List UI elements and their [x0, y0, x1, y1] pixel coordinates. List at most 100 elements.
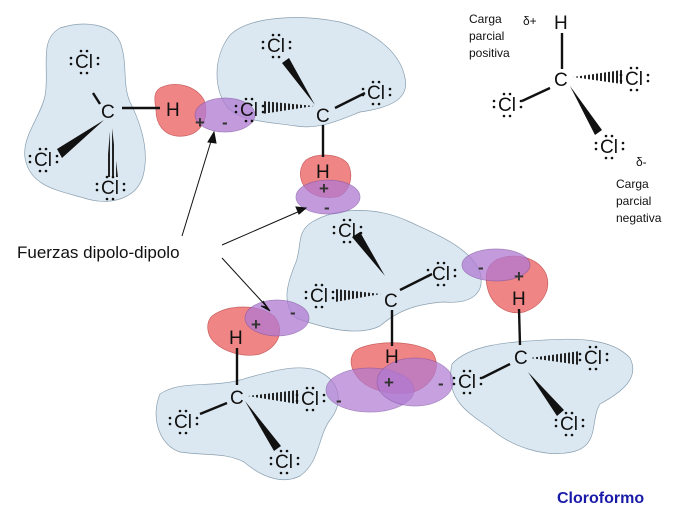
hashed-bonds — [106, 70, 622, 404]
lone-pair-dot — [305, 408, 309, 412]
wedge-bonds — [57, 58, 602, 451]
lone-pair-dot — [371, 80, 375, 84]
lone-pair-dot — [519, 99, 523, 103]
lone-pair-dot — [462, 391, 466, 395]
lone-pair-dot — [296, 456, 300, 460]
lone-pair-dot — [604, 134, 608, 138]
lone-pair-dot — [168, 416, 172, 420]
negative-sign: - — [290, 303, 296, 322]
hydrogen-atom: H — [512, 289, 526, 310]
lone-pair-dot — [96, 56, 100, 60]
lone-pair-dot — [111, 197, 115, 201]
lone-pair-dot — [105, 197, 109, 201]
lone-pair-dot — [277, 33, 281, 37]
chlorine-atom: Cl — [600, 137, 618, 158]
lone-pair-dot — [508, 114, 512, 118]
lone-pair-dot — [314, 283, 318, 287]
chlorine-atom: Cl — [174, 412, 192, 433]
lone-pair-dot — [332, 225, 336, 229]
lone-pair-dot — [436, 261, 440, 265]
lone-pair-dot — [361, 93, 365, 97]
lone-pair-dot — [304, 296, 308, 300]
lone-pair-dot — [261, 40, 265, 44]
lone-pair-dot — [359, 225, 363, 229]
chlorine-atom: Cl — [498, 95, 516, 116]
lone-pair-dot — [570, 411, 574, 415]
positive-region — [154, 84, 207, 137]
lone-pair-dot — [361, 87, 365, 91]
lone-pair-dot — [453, 268, 457, 272]
lone-pair-dot — [244, 97, 248, 101]
carbon-atom: C — [316, 106, 330, 127]
negative-sign: - — [222, 113, 228, 132]
chlorine-atom: Cl — [584, 348, 602, 369]
lone-pair-dot — [331, 296, 335, 300]
lone-pair-dot — [234, 104, 238, 108]
lone-pair-dot — [178, 409, 182, 413]
positive-sign: + — [195, 113, 205, 132]
lone-pair-dot — [322, 399, 326, 403]
lone-pair-dot — [285, 449, 289, 453]
lone-pair-dot — [462, 369, 466, 373]
lone-pair-dot — [271, 33, 275, 37]
chlorine-atom: Cl — [75, 52, 93, 73]
chlorine-atom: Cl — [458, 372, 476, 393]
lone-pair-dot — [44, 169, 48, 173]
partial-positive-label: positiva — [469, 46, 510, 60]
lone-pair-dot — [629, 66, 633, 70]
lone-pair-dot — [646, 79, 650, 83]
lone-pair-dot — [322, 393, 326, 397]
carbon-atom: C — [554, 70, 568, 91]
partial-negative-label: parcial — [616, 194, 651, 208]
partial-positive-symbol: δ+ — [523, 14, 537, 28]
lone-pair-dot — [578, 358, 582, 362]
lone-pair-dot — [38, 169, 42, 173]
chlorine-atom: Cl — [310, 286, 328, 307]
lone-pair-dot — [502, 114, 506, 118]
hydrogen-atom: H — [316, 162, 330, 183]
negative-region — [461, 248, 531, 282]
positive-sign: + — [514, 267, 524, 286]
lone-pair-dot — [452, 376, 456, 380]
negative-sign: - — [478, 258, 484, 277]
positive-sign: + — [251, 315, 261, 334]
lone-pair-dot — [452, 382, 456, 386]
partial-negative-label: negativa — [616, 211, 662, 225]
lone-pair-dot — [55, 154, 59, 158]
chlorine-atom: Cl — [338, 221, 356, 242]
lone-pair-dot — [468, 391, 472, 395]
lone-pair-dot — [564, 411, 568, 415]
lone-pair-dot — [184, 431, 188, 435]
lone-pair-dot — [279, 449, 283, 453]
hydrogen-atom: H — [554, 13, 568, 34]
lone-pair-dot — [122, 188, 126, 192]
chlorine-atom: Cl — [625, 69, 643, 90]
lone-pair-dot — [646, 73, 650, 77]
lone-pair-dot — [388, 93, 392, 97]
lone-pair-dot — [508, 92, 512, 96]
lone-pair-dot — [105, 175, 109, 179]
hydrogen-atom: H — [166, 100, 180, 121]
lone-pair-dot — [304, 290, 308, 294]
lone-pair-dot — [96, 62, 100, 66]
lone-pair-dot — [453, 274, 457, 278]
lone-pair-dot — [295, 399, 299, 403]
lone-pair-dot — [588, 345, 592, 349]
lone-pair-dot — [95, 188, 99, 192]
lone-pair-dot — [122, 182, 126, 186]
partial-positive-label: parcial — [469, 29, 504, 43]
lone-pair-dot — [377, 80, 381, 84]
lone-pair-dot — [426, 268, 430, 272]
lone-pair-dot — [594, 147, 598, 151]
lone-pair-dot — [581, 418, 585, 422]
lone-pair-dot — [621, 147, 625, 151]
lone-pair-dot — [296, 462, 300, 466]
carbon-atom: C — [101, 102, 115, 123]
dipole-forces-label: Fuerzas dipolo-dipolo — [17, 243, 180, 262]
lone-pair-dot — [519, 105, 523, 109]
lone-pair-dot — [635, 66, 639, 70]
lone-pair-dot — [342, 218, 346, 222]
lone-pair-dot — [85, 71, 89, 75]
lone-pair-dot — [28, 154, 32, 158]
